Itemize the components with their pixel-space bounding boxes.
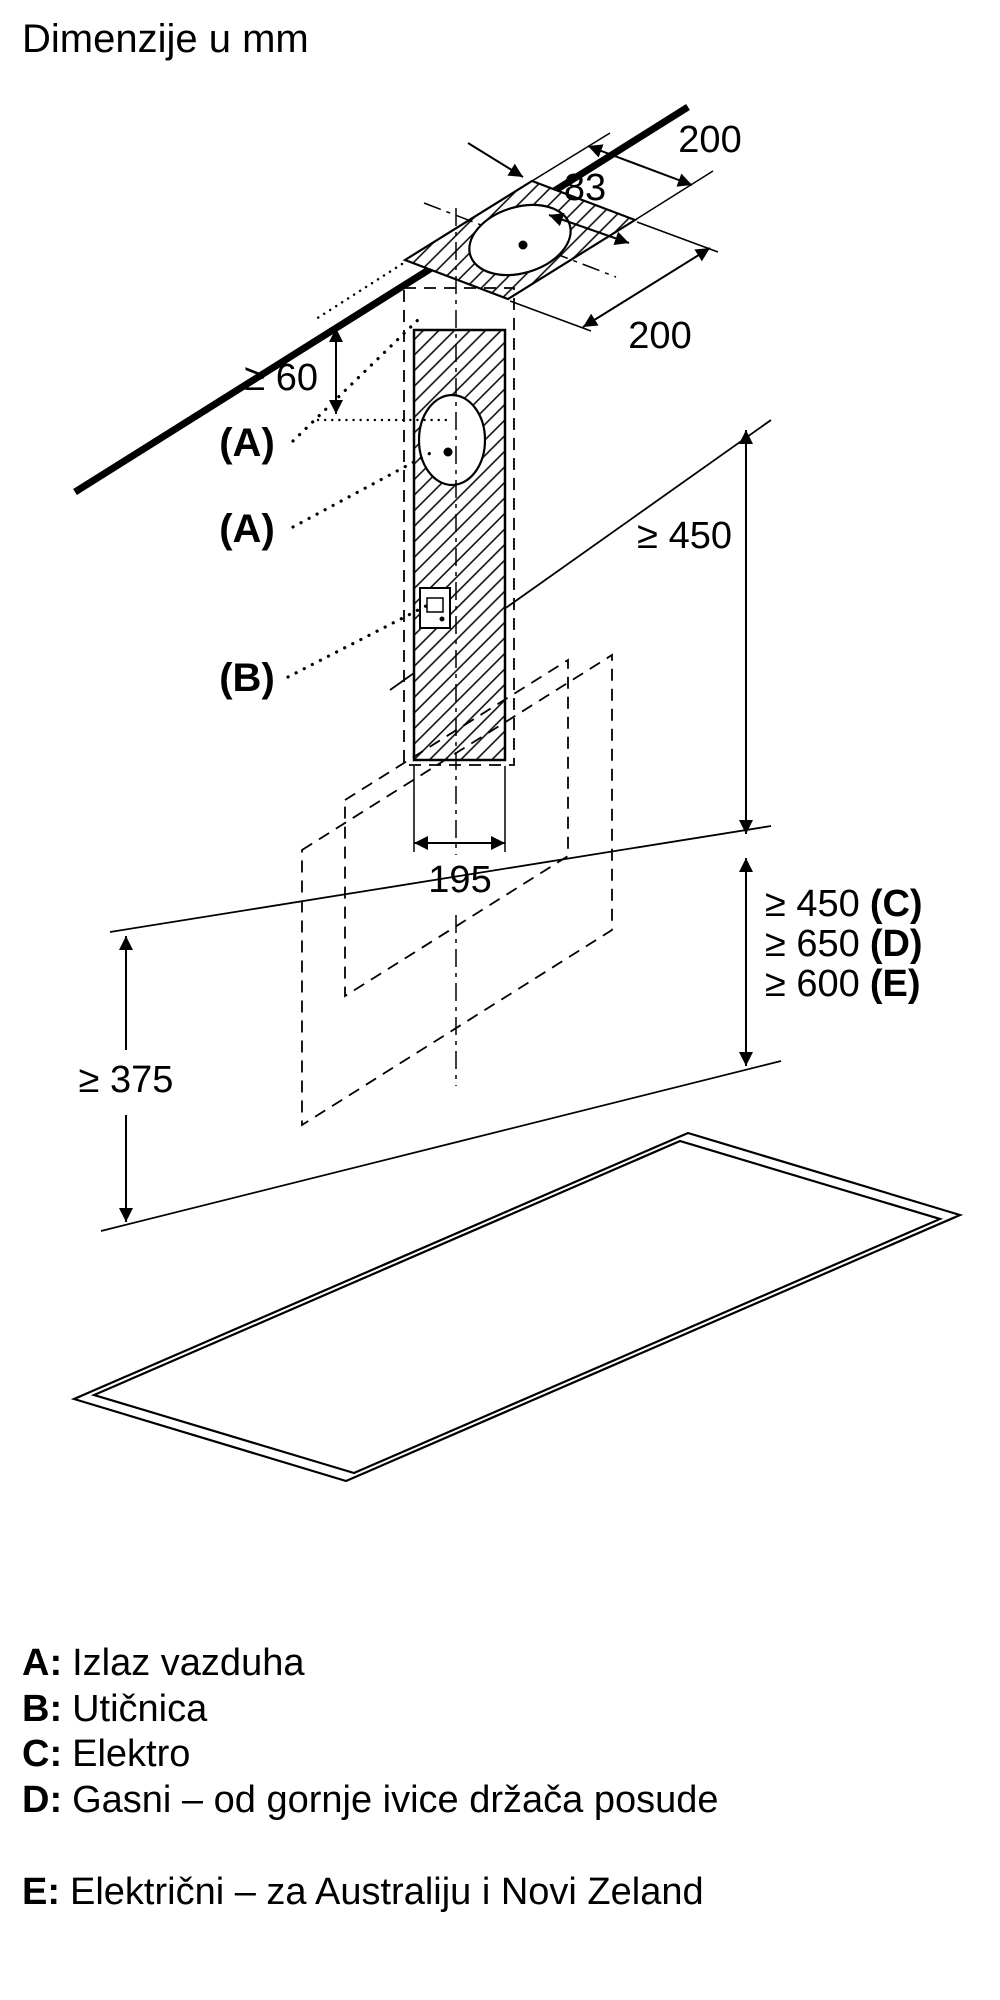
callouts: (A) (A) (B): [219, 314, 438, 700]
clearance-d-label: (D): [870, 923, 923, 965]
clearance-d-value: ≥ 650: [765, 923, 860, 965]
legend-item-b: B:Utičnica: [22, 1688, 208, 1730]
clearance-e-label: (E): [870, 963, 921, 1005]
dim-83-outside-arrow: [467, 142, 524, 178]
legend-item-c-key: C:: [22, 1733, 62, 1775]
clearance-c-label: (C): [870, 883, 923, 925]
duct-hatched-area: [412, 328, 507, 762]
legend-item-b-key: B:: [22, 1688, 62, 1730]
dim-side-200: 200: [509, 221, 719, 357]
callout-b-leader: [286, 604, 428, 679]
power-socket-symbol: [419, 587, 451, 629]
dim-top-200-label: 200: [678, 119, 741, 161]
socket-outline: [419, 587, 451, 629]
ceiling: [73, 104, 690, 495]
dim-top-200-ext-2: [634, 170, 714, 221]
legend-item-a-text: Izlaz vazduha: [72, 1642, 305, 1684]
callout-a1-label: (A): [219, 421, 275, 465]
dim-83-label: 83: [564, 167, 606, 209]
dim-min-375: ≥ 375: [79, 936, 174, 1222]
legend-item-a-key: A:: [22, 1642, 62, 1684]
legend-item-b-text: Utičnica: [72, 1688, 208, 1730]
ceiling-outlet-center-dot: [518, 240, 528, 250]
callout-b-label: (B): [219, 656, 275, 700]
duct-outlet-center-dot: [443, 447, 453, 457]
hood-bottom-level-line: [109, 825, 772, 933]
socket-dot: [439, 616, 445, 622]
hood-canopy-outline: [301, 653, 613, 1127]
dim-450-upper-label: ≥ 450: [637, 515, 732, 557]
callout-a1-leader: [291, 314, 424, 443]
dim-195-label: 195: [428, 859, 491, 901]
dim-min-450-upper: ≥ 450: [637, 430, 753, 834]
legend-item-d-text: Gasni – od gornje ivice držača posude: [72, 1779, 718, 1821]
dim-clearances: ≥ 450(C) ≥ 650(D) ≥ 600(E): [739, 858, 923, 1066]
dim-375-label: ≥ 375: [79, 1059, 174, 1101]
callout-a2-label: (A): [219, 507, 275, 551]
ceiling-line: [73, 104, 690, 495]
cooktop-inner-outline: [90, 1139, 944, 1475]
hood-body-dashed: [301, 653, 613, 1127]
dim-60-dotted-ext-top: [314, 262, 404, 321]
dim-top-200: 200: [531, 119, 742, 221]
dim-83-arrow: [548, 213, 630, 245]
duct-air-outlet-hole: [417, 393, 487, 487]
dim-min-60: ≥ 60: [244, 262, 448, 422]
dim-60-label: ≥ 60: [244, 357, 318, 399]
legend-item-e-key: E:: [22, 1871, 60, 1913]
clearance-c-text: ≥ 450(C): [765, 883, 923, 925]
legend-item-c: C:Elektro: [22, 1733, 190, 1775]
dim-side-200-arrow: [582, 247, 711, 328]
legend-item-d-key: D:: [22, 1779, 62, 1821]
dim-top-200-arrow: [587, 144, 693, 187]
page-title: Dimenzije u mm: [22, 17, 309, 61]
legend-item-c-text: Elektro: [72, 1733, 190, 1775]
legend-item-a: A:Izlaz vazduha: [22, 1642, 305, 1684]
cooktop: [70, 1131, 964, 1483]
dim-top-200-ext-1: [531, 132, 611, 182]
legend-item-e: E:Električni – za Australiju i Novi Zela…: [22, 1871, 704, 1913]
dim-83: 83: [467, 142, 630, 245]
clearance-e-text: ≥ 600(E): [765, 963, 920, 1005]
dim-side-200-ext-1: [636, 221, 719, 253]
dim-side-200-label: 200: [628, 315, 691, 357]
duct: [403, 208, 515, 1086]
cooktop-level-line: [100, 1060, 782, 1232]
legend: A:Izlaz vazduha B:Utičnica C:Elektro D:G…: [22, 1642, 719, 1913]
duct-dashed-outline: [403, 287, 515, 766]
clearance-e-value: ≥ 600: [765, 963, 860, 1005]
legend-item-d: D:Gasni – od gornje ivice držača posude: [22, 1779, 719, 1821]
socket-inner: [426, 597, 444, 613]
dim-side-200-ext-2: [509, 300, 592, 332]
hood-chimney-cover-outline: [344, 658, 569, 998]
callout-a2-leader: [291, 448, 438, 529]
dim-195: 195: [413, 766, 506, 901]
clearance-d-text: ≥ 650(D): [765, 923, 923, 965]
clearance-c-value: ≥ 450: [765, 883, 860, 925]
cooktop-outer-outline: [70, 1131, 964, 1483]
legend-item-e-text: Električni – za Australiju i Novi Zeland: [70, 1871, 704, 1913]
